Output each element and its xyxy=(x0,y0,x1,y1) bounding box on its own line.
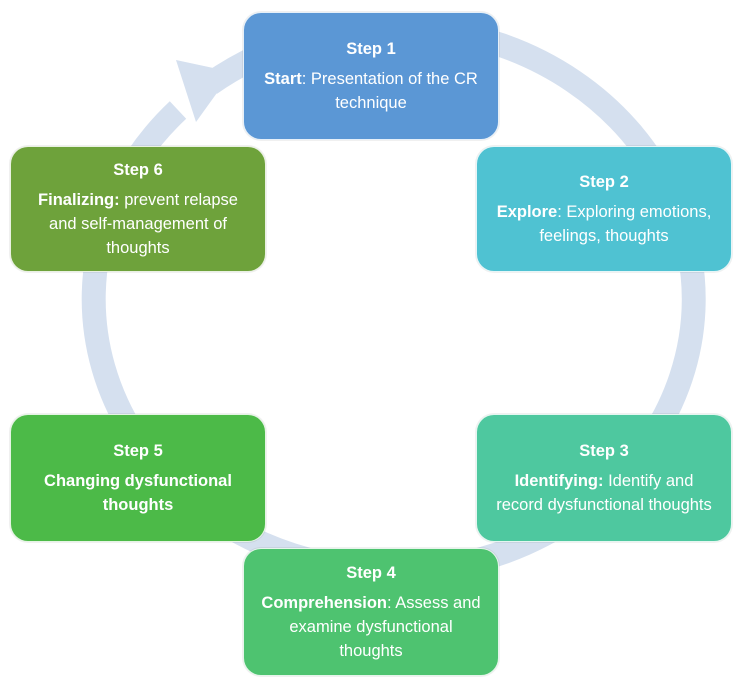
step-6-box: Step 6 Finalizing: prevent relapse and s… xyxy=(10,146,266,272)
step-1-text: : Presentation of the CR technique xyxy=(301,70,478,112)
step-4-box: Step 4 Comprehension: Assess and examine… xyxy=(243,548,499,676)
step-2-key: Explore xyxy=(496,203,558,221)
step-3-key: Identifying: xyxy=(514,472,604,490)
step-4-key: Comprehension xyxy=(261,594,388,612)
step-1-box: Step 1 Start: Presentation of the CR tec… xyxy=(243,12,499,140)
step-3-description: Identifying: Identify and record dysfunc… xyxy=(491,469,717,517)
step-1-title: Step 1 xyxy=(346,40,396,58)
step-4-text: : Assess and examine dysfunctional thoug… xyxy=(289,594,481,660)
step-4-title: Step 4 xyxy=(346,564,396,582)
step-1-key: Start xyxy=(264,70,302,88)
step-2-box: Step 2 Explore: Exploring emotions, feel… xyxy=(476,146,732,272)
step-6-key: Finalizing: xyxy=(38,191,120,209)
step-5-key: Changing dysfunctional thoughts xyxy=(44,472,232,514)
step-3-text: Identify and record dysfunctional though… xyxy=(496,472,712,514)
step-6-text: prevent relapse and self-management of t… xyxy=(49,191,238,257)
step-3-box: Step 3 Identifying: Identify and record … xyxy=(476,414,732,542)
step-4-description: Comprehension: Assess and examine dysfun… xyxy=(258,591,484,663)
step-2-text: : Exploring emotions, feelings, thoughts xyxy=(539,203,712,245)
step-1-description: Start: Presentation of the CR technique xyxy=(258,67,484,115)
step-6-title: Step 6 xyxy=(113,161,163,179)
step-5-title: Step 5 xyxy=(113,442,163,460)
step-2-title: Step 2 xyxy=(579,173,629,191)
step-3-title: Step 3 xyxy=(579,442,629,460)
cycle-arrowhead xyxy=(176,60,232,122)
step-6-description: Finalizing: prevent relapse and self-man… xyxy=(25,188,251,260)
step-5-box: Step 5 Changing dysfunctional thoughts xyxy=(10,414,266,542)
step-2-description: Explore: Exploring emotions, feelings, t… xyxy=(491,200,717,248)
step-5-description: Changing dysfunctional thoughts xyxy=(25,469,251,517)
